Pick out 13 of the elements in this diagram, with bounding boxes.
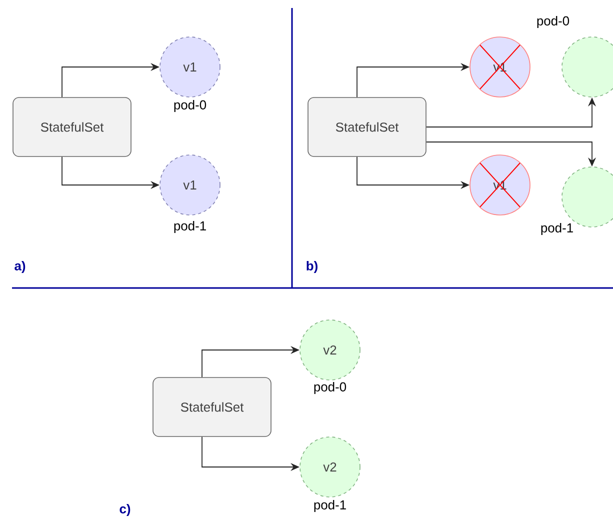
panel-label: c): [120, 504, 130, 516]
pod-label: pod-1: [314, 500, 346, 512]
pod-label: pod-0: [174, 100, 206, 112]
pod-label: pod-0: [537, 16, 570, 28]
panel-label: b): [306, 260, 318, 274]
pod-label: pod-0: [314, 382, 346, 394]
statefulset-box: StatefulSet: [152, 377, 272, 437]
pod-circle: [562, 36, 613, 98]
statefulset-box: StatefulSet: [308, 97, 426, 157]
statefulset-box: StatefulSet: [12, 97, 132, 157]
panel-label: a): [14, 260, 26, 274]
pod-label: pod-1: [541, 222, 573, 236]
pod-label: pod-1: [174, 220, 206, 234]
